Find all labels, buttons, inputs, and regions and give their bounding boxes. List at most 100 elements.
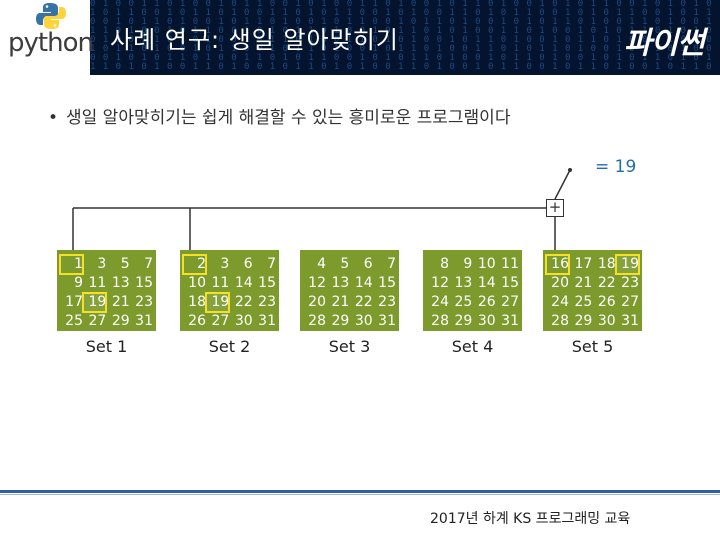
set-number: 10 [477,256,496,272]
set-number: 12 [308,275,326,291]
set-number: 7 [387,256,396,272]
set-number: 29 [454,313,473,329]
set-number: 11 [211,275,230,291]
set-number: 1 [59,254,84,275]
set-number: 20 [551,275,569,291]
set-number: 30 [477,313,496,329]
set-number: 23 [621,275,639,291]
set-number: 3 [220,256,230,272]
set-number: 28 [431,313,449,329]
set-number: 11 [501,256,519,272]
set-number: 13 [454,275,473,291]
header-banner: 0 1 0 0 1 1 0 1 0 0 1 0 1 1 0 0 1 0 1 0 … [0,0,720,75]
set-number: 14 [234,275,253,291]
set-number: 25 [65,313,83,329]
set-number: 21 [574,275,593,291]
set-number: 31 [621,313,639,329]
set-number: 27 [211,313,230,329]
set-number: 14 [354,275,373,291]
binary-background: 0 1 0 0 1 1 0 1 0 0 1 0 1 1 0 0 1 0 1 0 … [90,0,713,72]
set-label-5: Set 5 [571,337,614,356]
set-number: 15 [135,275,153,291]
slide-title: 사례 연구: 생일 알아맞히기 [110,26,399,54]
set-number: 29 [331,313,350,329]
set-number: 26 [597,294,616,310]
python-logo-text: python [8,28,94,58]
course-badge: 파이썬 [624,26,705,61]
set-number: 13 [331,275,350,291]
set-number: 17 [65,294,83,310]
set-number: 28 [551,313,569,329]
set-number: 31 [501,313,519,329]
set-number: 22 [354,294,373,310]
set-number: 21 [111,294,130,310]
set-number: 7 [267,256,276,272]
set-label-1: Set 1 [85,337,128,356]
set-number: 27 [501,294,519,310]
set-number: 2 [182,254,207,275]
set-number: 15 [258,275,276,291]
python-snake-icon [36,3,66,29]
set-number: 17 [574,256,593,272]
plus-operator-box: + [546,199,564,217]
set-number: 13 [111,275,130,291]
set-number: 28 [308,313,326,329]
set-number: 25 [574,294,593,310]
set-number: 9 [74,275,83,291]
set-number: 14 [477,275,496,291]
set-number: 25 [454,294,473,310]
set-number: 19 [614,254,640,275]
footer-divider-thin [0,494,720,495]
set-number: 27 [88,313,107,329]
set-number: 6 [363,256,373,272]
set-number: 9 [463,256,473,272]
set-number: 15 [501,275,519,291]
set-number: 31 [135,313,153,329]
set-number: 31 [378,313,396,329]
set-number: 29 [574,313,593,329]
set-number: 27 [621,294,639,310]
set-number: 20 [308,294,326,310]
set-number: 29 [111,313,130,329]
set-label-2: Set 2 [208,337,251,356]
set-number: 18 [597,256,616,272]
set-number: 23 [135,294,153,310]
footer-divider [0,490,720,493]
set-number: 16 [545,254,570,275]
footer-text: 2017년 하계 KS 프로그래밍 교육 [430,511,631,527]
set-number: 19 [205,292,231,313]
set-number: 15 [378,275,396,291]
set-number: 18 [188,294,206,310]
bullet-dot: • [48,108,59,128]
set-number: 23 [258,294,276,310]
set-number: 22 [234,294,253,310]
set-number: 3 [97,256,107,272]
set-number: 12 [431,275,449,291]
set-number: 31 [258,313,276,329]
set-number: 19 [82,292,108,313]
set-number: 7 [144,256,153,272]
set-number: 24 [551,294,569,310]
set-number: 30 [354,313,373,329]
